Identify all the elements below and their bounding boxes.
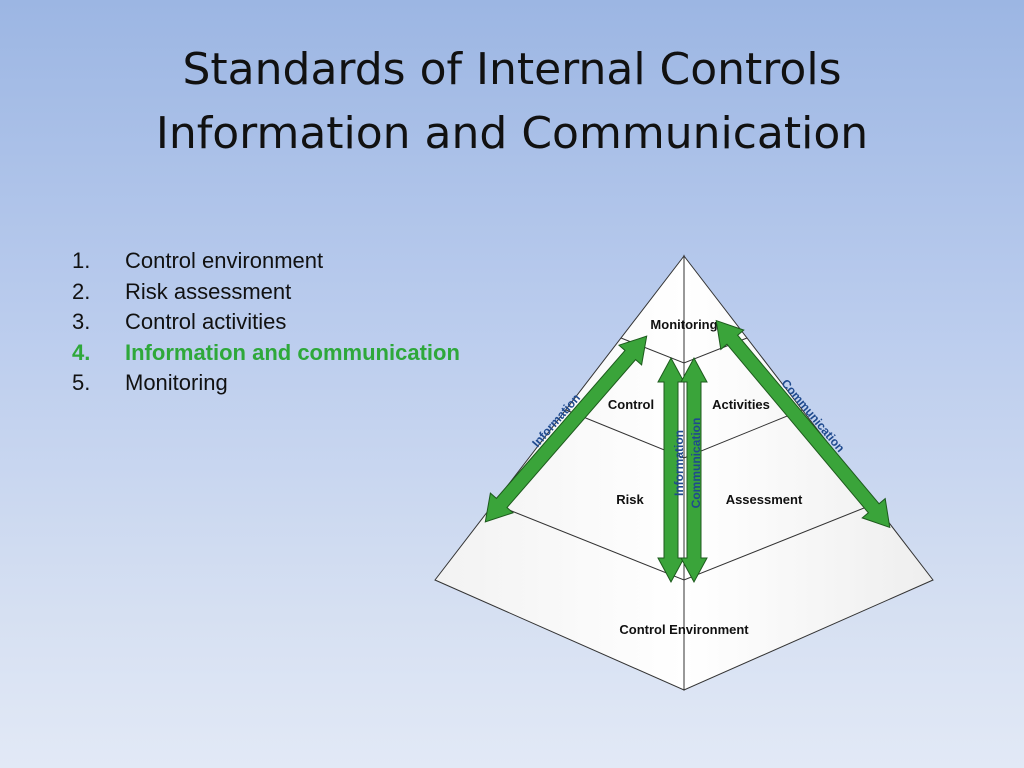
label-control-environment: Control Environment	[619, 622, 749, 637]
tier-line-risk	[503, 507, 865, 581]
list-text: Risk assessment	[125, 278, 292, 304]
list-item: 2. Risk assessment	[72, 277, 460, 308]
list-number: 3.	[72, 309, 91, 334]
tier-line-activities	[565, 409, 803, 459]
list-number: 1.	[72, 248, 91, 273]
title-line-2: Information and Communication	[155, 108, 869, 159]
list-number: 2.	[72, 278, 91, 304]
list-text: Information and communication	[125, 339, 460, 365]
label-assessment: Assessment	[726, 492, 803, 507]
list-item: 1. Control environment	[72, 246, 460, 277]
list-text: Monitoring	[125, 370, 228, 395]
list-text: Control activities	[125, 309, 287, 334]
standards-list: 1.Control environment 2.Risk assessment …	[72, 246, 460, 399]
label-risk: Risk	[616, 492, 644, 507]
center-arrow-information	[657, 356, 685, 584]
title-line-1: Standards of Internal Controls	[182, 44, 842, 95]
list-number: 5.	[72, 370, 91, 395]
list-number: 4.	[72, 339, 91, 365]
label-monitoring: Monitoring	[650, 317, 717, 332]
list-item: 5. Monitoring	[72, 368, 460, 399]
center-label-communication: Communication	[689, 418, 703, 509]
label-control: Control	[608, 397, 654, 412]
list-text: Control environment	[125, 248, 324, 273]
label-activities: Activities	[712, 397, 770, 412]
slide-title: Standards of Internal Controls Informati…	[0, 38, 1024, 166]
list-item: 3. Control activities	[72, 307, 460, 338]
center-arrow-communication	[680, 356, 708, 584]
list-item-highlighted: 4. Information and communication	[72, 338, 460, 369]
center-label-information: Information	[672, 430, 686, 496]
